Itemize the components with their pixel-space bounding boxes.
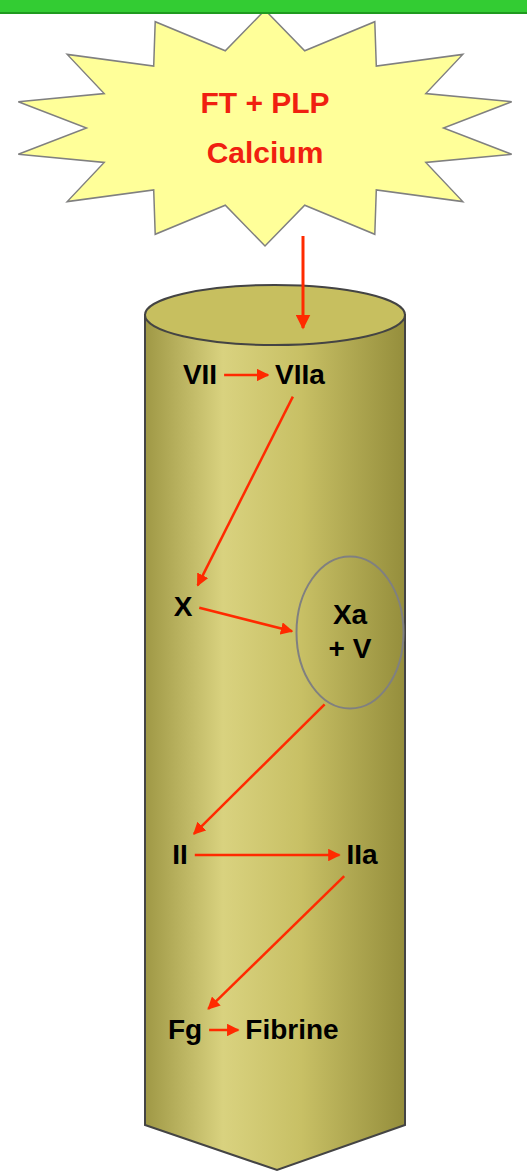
- factor-name: VII: [183, 358, 217, 392]
- reaction-arrow: [224, 374, 268, 377]
- complex-ellipse-line: [297, 556, 404, 708]
- factor-label: VII: [179, 356, 221, 394]
- factor-label: II: [168, 836, 192, 874]
- reagent-text: FT + PLP: [200, 78, 329, 128]
- factor-label: Fibrine: [241, 1011, 342, 1049]
- factor-name: Xa: [333, 598, 367, 632]
- reaction-arrow: [195, 854, 340, 857]
- reaction-arrow: [209, 1029, 238, 1032]
- factor-label: Fg: [164, 1011, 206, 1049]
- reaction-arrow: [198, 397, 293, 586]
- factor-name: Fg: [168, 1013, 202, 1047]
- tube-body: [145, 315, 405, 1170]
- ellipse-outline: [295, 555, 405, 710]
- reagent-arrow: [302, 236, 305, 328]
- reaction-arrow: [194, 704, 325, 834]
- factor-name: + V: [329, 632, 372, 666]
- factor-name: II: [172, 838, 188, 872]
- reaction-arrow: [199, 608, 292, 632]
- factor-name: X: [174, 590, 193, 624]
- factor-name: IIa: [346, 838, 377, 872]
- factor-label: IIa: [342, 836, 381, 874]
- complex-ellipse: Xa+ V: [295, 555, 405, 710]
- starburst-outline: [10, 8, 520, 248]
- factor-label: VIIa: [271, 356, 329, 394]
- reagent-starburst: FT + PLPCalcium: [10, 8, 520, 248]
- reaction-arrow: [208, 876, 344, 1009]
- factor-label: X: [170, 588, 197, 626]
- reagent-text: Calcium: [207, 128, 324, 178]
- factor-name: VIIa: [275, 358, 325, 392]
- starburst-shape: [18, 10, 511, 246]
- factor-name: Fibrine: [245, 1013, 338, 1047]
- title-bar: [0, 0, 527, 14]
- tube-opening: [145, 285, 405, 345]
